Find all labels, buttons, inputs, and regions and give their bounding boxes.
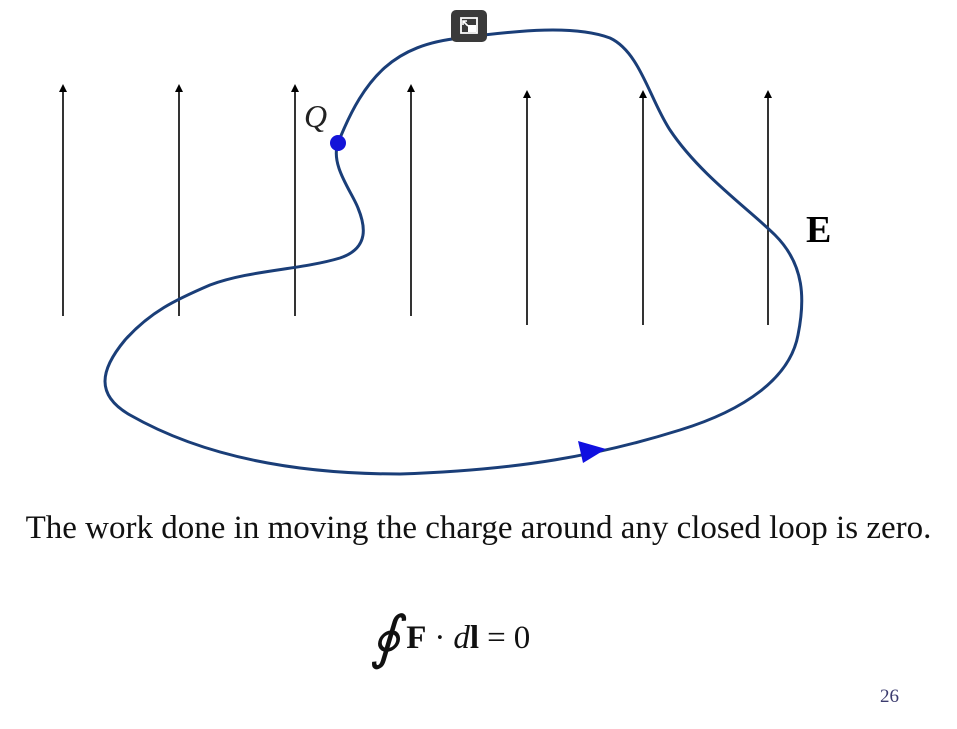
equals-sign: = <box>487 619 506 656</box>
force-symbol: F <box>406 619 427 656</box>
closed-integral-symbol: ∮ <box>370 609 400 667</box>
equation-rhs: 0 <box>513 619 531 656</box>
page-number: 26 <box>880 686 899 707</box>
field-lines <box>59 84 772 325</box>
closed-loop-path <box>103 28 804 476</box>
differential-d: d <box>453 619 470 656</box>
pip-exit-button[interactable] <box>451 10 487 42</box>
picture-in-picture-exit-icon <box>460 17 478 34</box>
work-equation: ∮ F · d l = 0 <box>370 598 530 678</box>
length-element: l <box>469 619 480 656</box>
slide-caption: The work done in moving the charge aroun… <box>25 510 932 546</box>
dot-operator: · <box>434 619 446 656</box>
field-loop-diagram <box>59 28 804 476</box>
charge-label: Q <box>304 98 328 134</box>
integral-glyph: ∮ <box>370 605 401 670</box>
field-label: E <box>806 209 832 251</box>
loop-direction-arrow <box>578 441 606 463</box>
charge-dot <box>330 135 346 151</box>
